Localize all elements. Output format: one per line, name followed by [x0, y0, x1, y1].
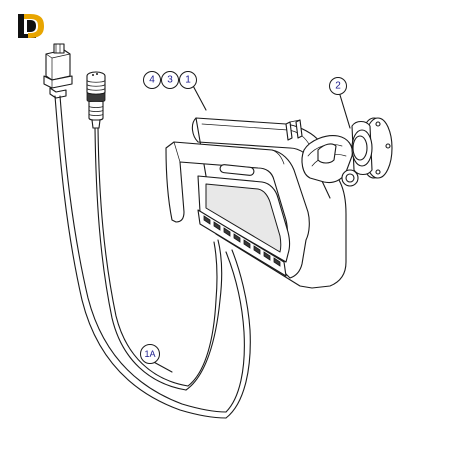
callout-4: 4: [143, 71, 161, 89]
callout-1A: 1A: [140, 344, 160, 364]
monitor-top-clip: [285, 119, 303, 141]
callout-3: 3: [161, 71, 179, 89]
monitor-button-strip: [197, 209, 287, 277]
harness-connector-rect: [43, 43, 73, 99]
callout-1: 1: [179, 71, 197, 89]
ball-mount-arm: [301, 135, 359, 187]
harness-connector-round: [86, 71, 106, 129]
harness-cables: [54, 95, 251, 419]
svg-text:2: 2: [335, 81, 341, 92]
callout-2: 2: [329, 77, 347, 95]
svg-text:4: 4: [149, 75, 155, 86]
ld-logo-icon: [18, 14, 44, 38]
monitor-screen: [197, 175, 291, 263]
mount-base-plate: [351, 117, 393, 179]
svg-text:1: 1: [185, 75, 191, 86]
svg-text:1A: 1A: [144, 349, 155, 359]
svg-text:3: 3: [167, 75, 173, 86]
